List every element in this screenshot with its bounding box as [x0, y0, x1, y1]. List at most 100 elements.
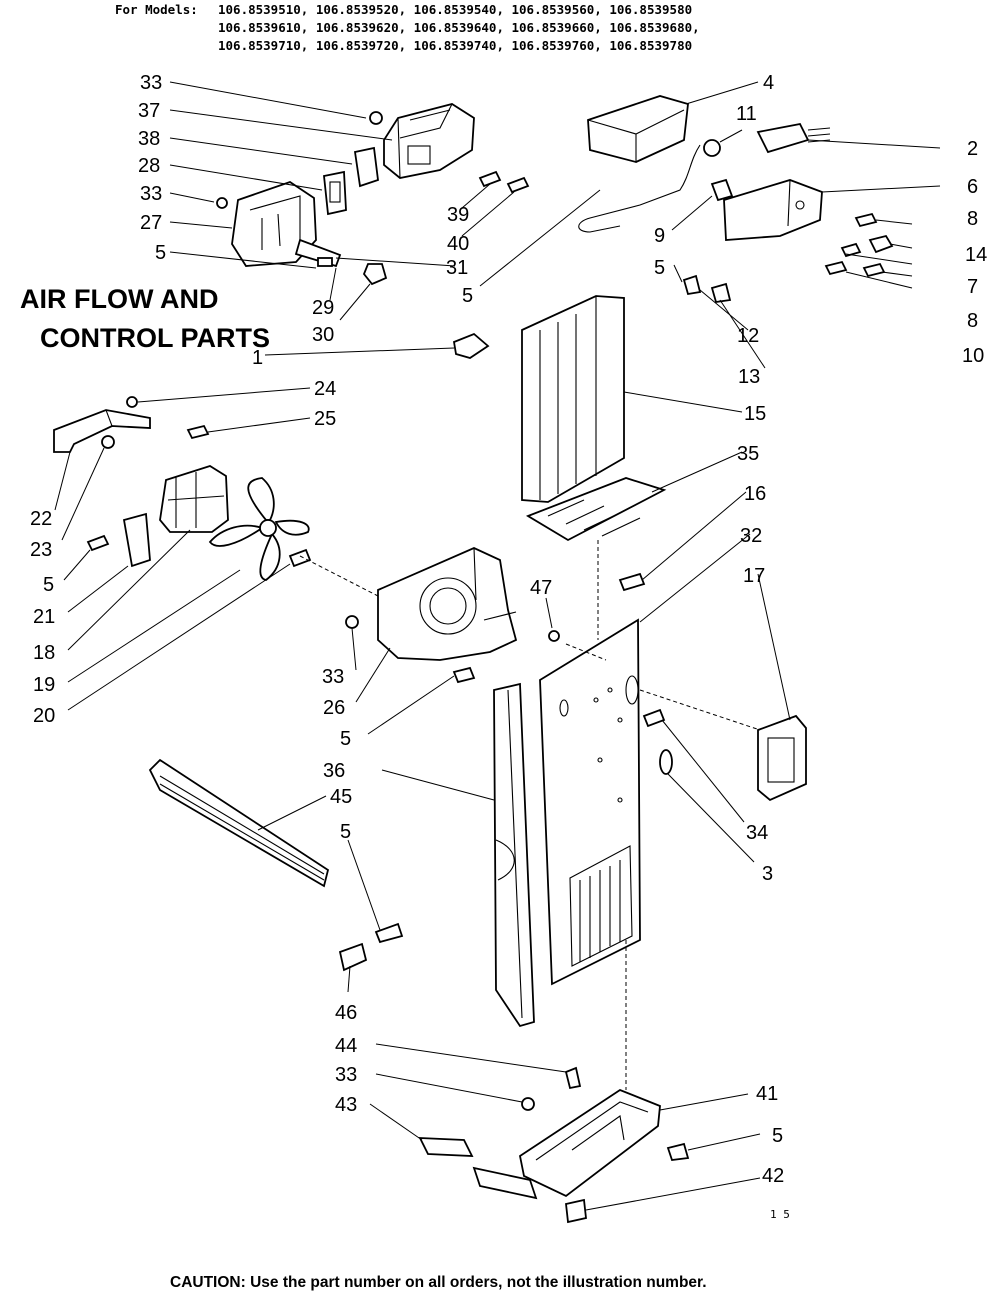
screw-5-base: [666, 1142, 690, 1161]
models-prefix: For Models:: [115, 2, 198, 17]
callout-41: 41: [756, 1083, 778, 1105]
callout-28: 28: [138, 155, 160, 177]
screw-39: [478, 170, 502, 188]
light-socket: [757, 714, 807, 802]
callout-5: 5: [340, 821, 351, 843]
air-duct: [521, 295, 625, 503]
grommet-part: [101, 435, 115, 449]
nut-part-24: [126, 396, 138, 408]
callout-15: 15: [744, 403, 766, 425]
screw-34: [642, 708, 666, 728]
callout-30: 30: [312, 324, 334, 346]
callout-23: 23: [30, 539, 52, 561]
callout-27: 27: [140, 212, 162, 234]
screw-25: [186, 424, 210, 440]
callout-6: 6: [967, 176, 978, 198]
callout-labels: 33 37 38 28 33 27 5 4 11 39 40 5 9 5 31 …: [30, 72, 987, 1187]
callout-33: 33: [140, 183, 162, 205]
bumper-44: [564, 1066, 582, 1090]
bottom-grille: [148, 758, 330, 888]
callout-29: 29: [312, 297, 334, 319]
models-line-1: 106.8539510, 106.8539520, 106.8539540, 1…: [218, 2, 692, 17]
sensor-tube: [578, 144, 701, 233]
callout-5: 5: [654, 257, 665, 279]
callout-33: 33: [335, 1064, 357, 1086]
callout-9: 9: [654, 225, 665, 247]
clip-9: [710, 178, 734, 202]
caution-note: CAUTION: Use the part number on all orde…: [170, 1274, 707, 1291]
bracket-part: [362, 263, 388, 286]
callout-39: 39: [447, 204, 469, 226]
callout-22: 22: [30, 508, 52, 530]
pad-43-b: [472, 1166, 538, 1200]
nut-33-lower: [521, 1097, 535, 1111]
callout-18: 18: [33, 642, 55, 664]
screw-16: [618, 572, 646, 592]
sensor-bulb: [703, 139, 721, 157]
callout-47: 47: [530, 577, 552, 599]
callout-42: 42: [762, 1165, 784, 1187]
callout-24: 24: [314, 378, 336, 400]
foot-42: [565, 1198, 587, 1224]
callout-33: 33: [322, 666, 344, 688]
callout-46: 46: [335, 1002, 357, 1024]
fan-motor: [159, 465, 229, 533]
callout-38: 38: [138, 128, 160, 150]
callout-40: 40: [447, 233, 469, 255]
cover-part: [587, 95, 689, 163]
clip-46: [338, 942, 368, 972]
alignment-line-d: [639, 689, 761, 731]
callout-5: 5: [340, 728, 351, 750]
callout-3: 3: [762, 863, 773, 885]
retainer-20: [288, 548, 312, 568]
motor-mount: [122, 512, 151, 568]
pad-43-a: [418, 1137, 474, 1157]
callout-17: 17: [743, 565, 765, 587]
callout-20: 20: [33, 705, 55, 727]
knob-part: [323, 170, 347, 216]
callout-8: 8: [967, 208, 978, 230]
nut-47: [548, 630, 560, 642]
callout-32: 32: [740, 525, 762, 547]
callout-1: 1: [252, 347, 263, 369]
callout-10: 10: [962, 345, 984, 367]
nut-33-mid: [345, 615, 359, 629]
callout-5: 5: [462, 285, 473, 307]
screw-40: [506, 176, 530, 194]
callout-45: 45: [330, 786, 352, 808]
screw-12: [682, 274, 702, 296]
knob-detail: [329, 181, 341, 203]
callout-34: 34: [746, 822, 768, 844]
callout-14: 14: [965, 244, 987, 266]
callout-2: 2: [967, 138, 978, 160]
duct-grille: [525, 477, 667, 542]
alignment-line-c: [299, 555, 379, 597]
damper-control: [231, 181, 342, 268]
control-panel: [539, 618, 641, 986]
plate-part: [353, 146, 379, 188]
screw-5-lower: [374, 922, 404, 944]
mounting-bracket: [723, 179, 823, 241]
screw-5-left: [86, 534, 110, 552]
plug-3: [659, 749, 673, 775]
callout-36: 36: [323, 760, 345, 782]
models-line-3: 106.8539710, 106.8539720, 106.8539740, 1…: [218, 38, 692, 53]
duct-liner: [493, 682, 535, 1028]
callout-5: 5: [43, 574, 54, 596]
callout-16: 16: [744, 483, 766, 505]
callout-13: 13: [738, 366, 760, 388]
callout-43: 43: [335, 1094, 357, 1116]
callout-35: 35: [737, 443, 759, 465]
callout-33: 33: [140, 72, 162, 94]
screw-set-right: [824, 212, 894, 278]
callout-31: 31: [446, 257, 468, 279]
callout-5: 5: [772, 1125, 783, 1147]
clip-part-1: [452, 332, 490, 359]
callout-25: 25: [314, 408, 336, 430]
screw-part: [216, 197, 228, 209]
drawing-reference: 1 5: [770, 1208, 790, 1221]
callout-26: 26: [323, 697, 345, 719]
callout-21: 21: [33, 606, 55, 628]
callout-12: 12: [737, 325, 759, 347]
